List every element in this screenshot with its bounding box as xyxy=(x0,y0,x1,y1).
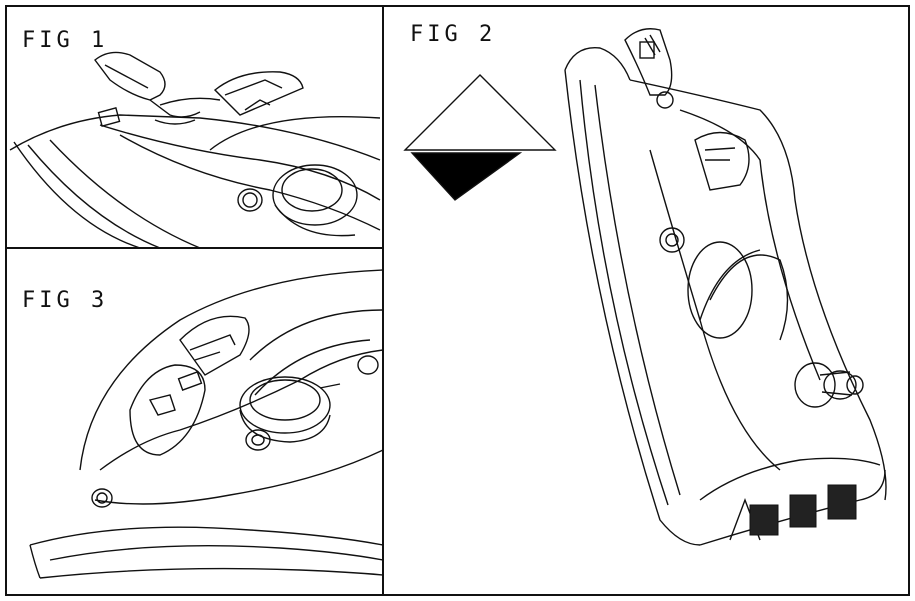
panel-borders xyxy=(5,5,910,596)
fig3-iron-illustration xyxy=(29,269,384,579)
fig2-label: FIG 2 xyxy=(410,22,497,47)
heel-vents xyxy=(749,484,857,536)
fig3-label: FIG 3 xyxy=(22,288,109,313)
fig1-iron-illustration xyxy=(9,51,381,249)
triangle-indicator xyxy=(403,74,557,201)
fig1-label: FIG 1 xyxy=(22,28,109,53)
fig2-iron-illustration xyxy=(564,28,887,546)
